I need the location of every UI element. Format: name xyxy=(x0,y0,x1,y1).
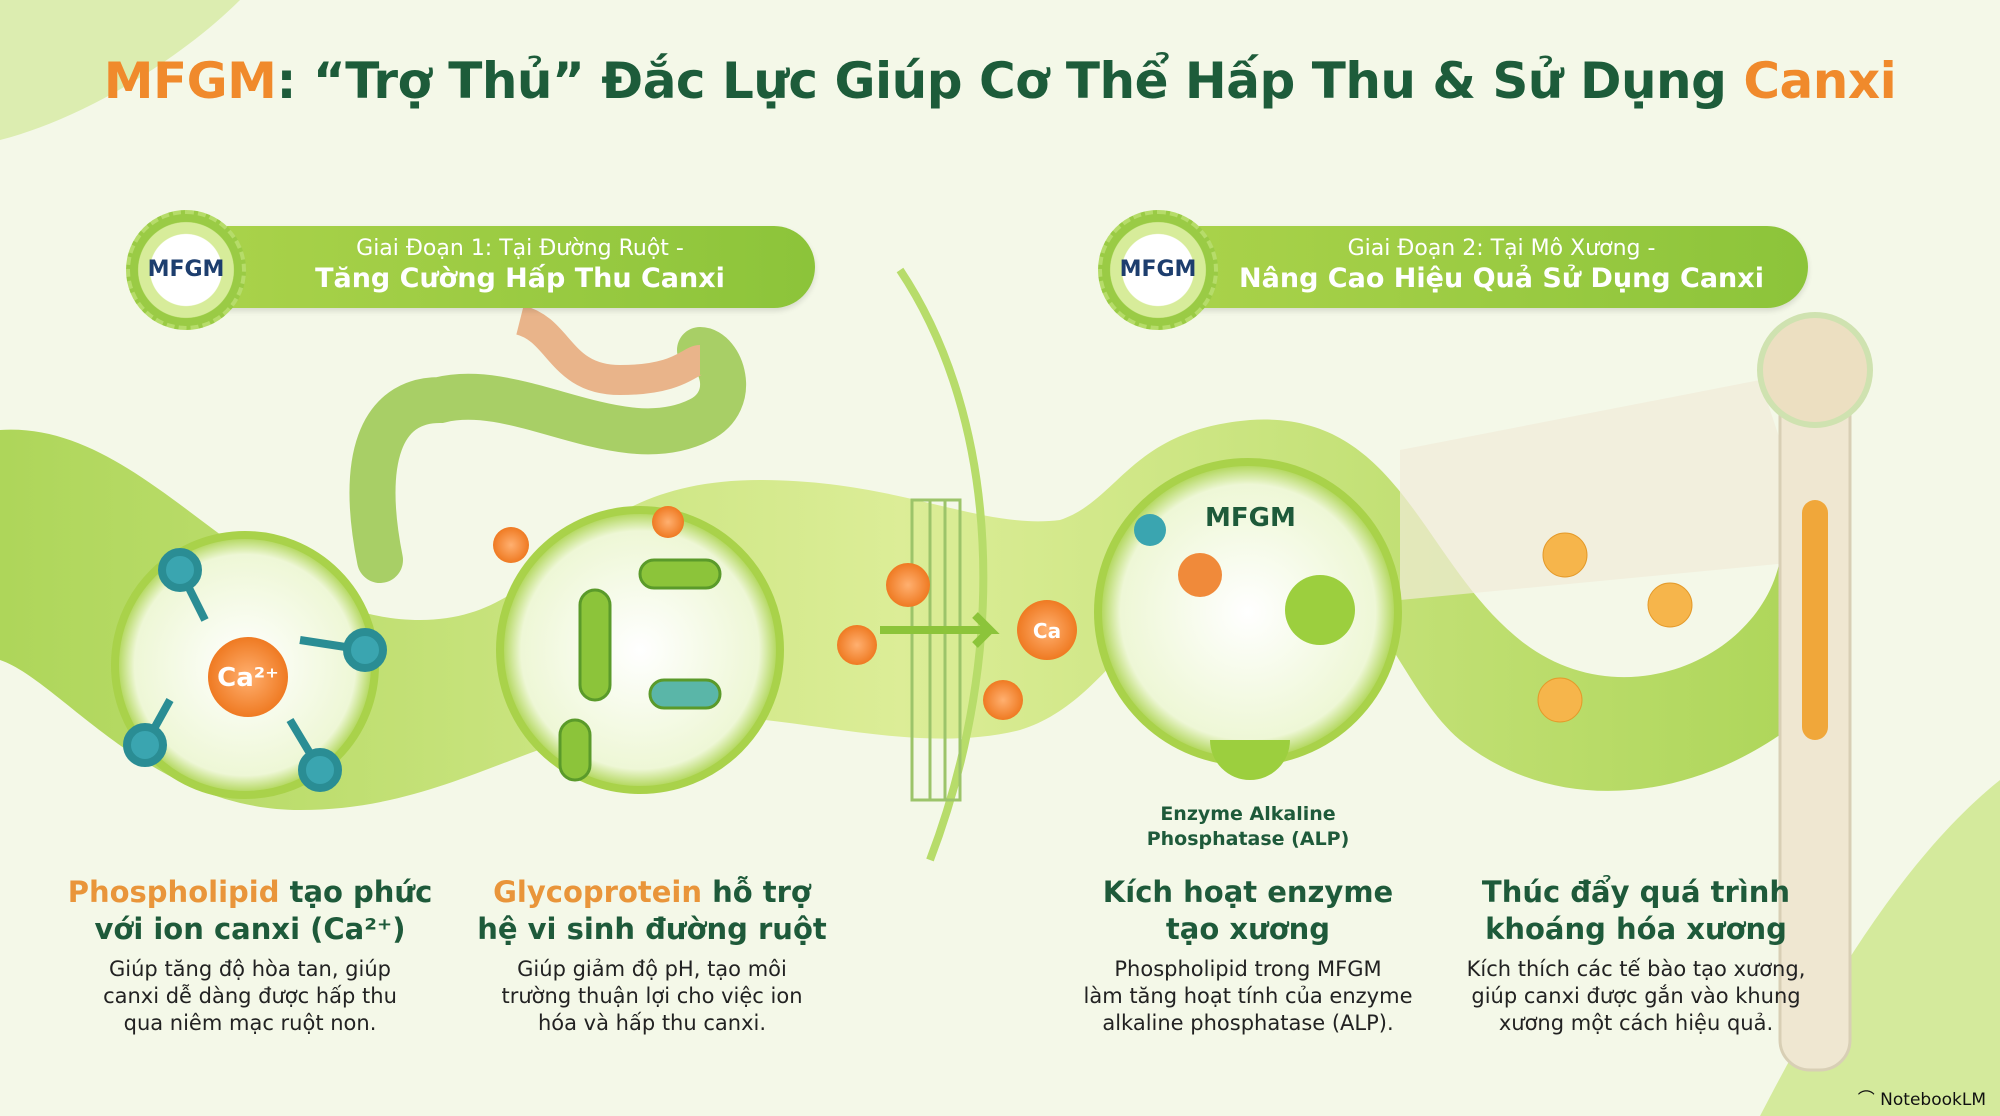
calcium-ion-label: Ca xyxy=(1033,619,1061,643)
caption-line: làm tăng hoạt tính của enzyme xyxy=(1083,984,1413,1008)
enzyme-icons xyxy=(1134,514,1355,780)
caption-body: Phospholipid trong MFGM làm tăng hoạt tín… xyxy=(1038,956,1458,1037)
stage-1-banner: Giai Đoạn 1: Tại Đường Ruột -Tăng Cường … xyxy=(225,226,815,308)
title-highlight: MFGM xyxy=(103,52,277,110)
phospholipid-molecules xyxy=(123,548,387,792)
calcium-ions: Ca xyxy=(493,506,1077,720)
calcium-ion xyxy=(208,637,288,717)
caption-line: Giúp giảm độ pH, tạo môi xyxy=(517,957,787,981)
caption-line: Phospholipid trong MFGM xyxy=(1114,957,1382,981)
caption-heading-text: Thúc đẩy quá trình xyxy=(1481,875,1791,909)
caption-heading-text: hỗ trợ xyxy=(702,875,811,909)
notebooklm-watermark: ⌒ NotebookLM xyxy=(1858,1085,1986,1110)
intestine-icon xyxy=(349,305,746,583)
caption-heading-text: tạo xương xyxy=(1165,912,1331,946)
caption-body: Giúp giảm độ pH, tạo môi trường thuận lợi… xyxy=(442,956,862,1037)
watermark-text: NotebookLM xyxy=(1880,1090,1986,1110)
stage-label: Giai Đoạn 1: Tại Đường Ruột - xyxy=(356,236,684,261)
caption-heading-text: khoáng hóa xương xyxy=(1485,912,1787,946)
alp-label-line: Phosphatase (ALP) xyxy=(1146,828,1350,850)
calcium-ion-label: Ca²⁺ xyxy=(217,663,279,693)
membrane-barrier xyxy=(910,498,962,802)
alp-label-line: Enzyme Alkaline xyxy=(1160,803,1336,825)
caption-line: giúp canxi được gắn vào khung xyxy=(1471,984,1801,1008)
caption-line: qua niêm mạc ruột non. xyxy=(123,1011,377,1035)
title-text: : “Trợ Thủ” Đắc Lực Giúp Cơ Thể Hấp Thu … xyxy=(276,52,1744,110)
stage-2-banner: Giai Đoạn 2: Tại Mô Xương -Nâng Cao Hiệu… xyxy=(1195,226,1808,308)
page-title: MFGM: “Trợ Thủ” Đắc Lực Giúp Cơ Thể Hấp … xyxy=(0,52,2000,110)
caption-heading-text: tạo phức xyxy=(279,875,433,909)
mfgm-badge-icon: MFGM xyxy=(126,210,246,330)
caption-body: Kích thích các tế bào tạo xương, giúp can… xyxy=(1426,956,1846,1037)
caption-highlight: Glycoprotein xyxy=(493,875,702,909)
caption-heading-text: hệ vi sinh đường ruột xyxy=(477,912,827,946)
bacteria-icons xyxy=(558,558,722,782)
stage-label: Giai Đoạn 2: Tại Mô Xương - xyxy=(1347,236,1656,261)
caption-body: Giúp tăng độ hòa tan, giúp canxi dễ dàng … xyxy=(40,956,460,1037)
caption-line: xương một cách hiệu quả. xyxy=(1498,1011,1774,1035)
caption-line: trường thuận lợi cho việc ion xyxy=(501,984,803,1008)
caption-heading-text: với ion canxi (Ca²⁺) xyxy=(94,912,406,946)
caption-line: hóa và hấp thu canxi. xyxy=(537,1011,767,1035)
decorative-corner xyxy=(0,0,240,140)
stage-title: Tăng Cường Hấp Thu Canxi xyxy=(315,263,725,294)
bone-cells xyxy=(1537,532,1693,723)
bone-icon xyxy=(1400,312,1873,1072)
title-highlight: Canxi xyxy=(1743,52,1897,110)
stage-title: Nâng Cao Hiệu Quả Sử Dụng Canxi xyxy=(1239,263,1764,294)
caption-heading-text: Kích hoạt enzyme xyxy=(1102,875,1394,909)
microbiome-circle xyxy=(496,506,784,794)
arrow-icon xyxy=(880,612,1000,648)
caption-line: Giúp tăng độ hòa tan, giúp xyxy=(109,957,391,981)
divider-arc xyxy=(896,267,988,862)
caption-line: alkaline phosphatase (ALP). xyxy=(1102,1011,1394,1035)
mfgm-label: MFGM xyxy=(1205,503,1296,533)
caption-line: canxi dễ dàng được hấp thu xyxy=(103,984,397,1008)
notebooklm-logo-icon: ⌒ xyxy=(1857,1090,1881,1110)
caption-highlight: Phospholipid xyxy=(67,875,280,909)
caption-line: Kích thích các tế bào tạo xương, xyxy=(1466,957,1806,981)
mfgm-badge-icon: MFGM xyxy=(1098,210,1218,330)
